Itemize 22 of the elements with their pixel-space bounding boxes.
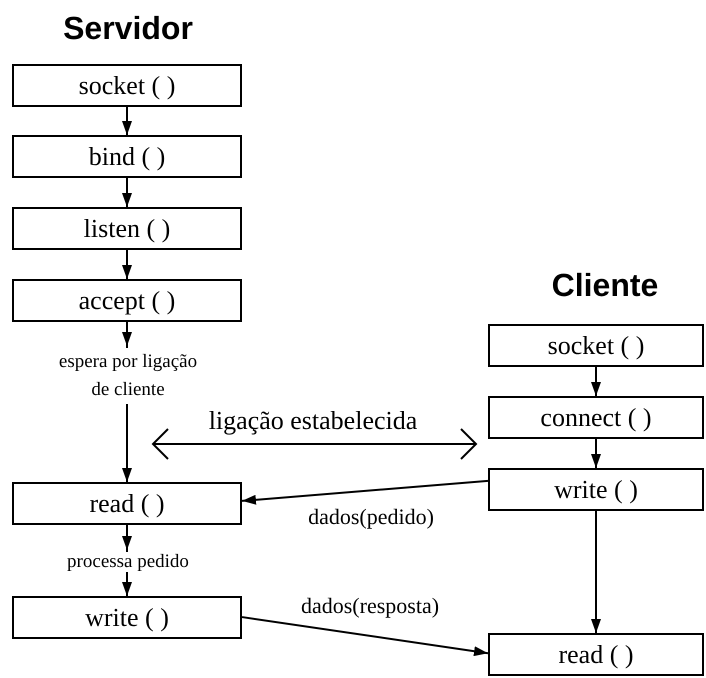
function-box: listen ( ): [12, 207, 242, 250]
function-box: connect ( ): [488, 396, 704, 439]
arrow: [122, 250, 132, 279]
function-box: read ( ): [488, 633, 704, 676]
function-box: accept ( ): [12, 279, 242, 322]
function-box: socket ( ): [488, 324, 704, 367]
column-heading: Servidor: [63, 10, 193, 47]
function-box: bind ( ): [12, 135, 242, 178]
edge-label: processa pedido: [67, 552, 189, 572]
arrow: [591, 511, 601, 633]
function-box: write ( ): [488, 468, 704, 511]
arrow: [242, 480, 488, 505]
column-heading: Cliente: [552, 267, 658, 304]
arrow: [122, 178, 132, 207]
arrow: [591, 439, 601, 468]
function-box: socket ( ): [12, 64, 242, 107]
arrow: [122, 107, 132, 135]
arrow: [242, 616, 488, 656]
connection-label: ligação estabelecida: [208, 406, 418, 436]
function-box: write ( ): [12, 596, 242, 639]
function-box: read ( ): [12, 482, 242, 525]
arrow: [591, 367, 601, 396]
